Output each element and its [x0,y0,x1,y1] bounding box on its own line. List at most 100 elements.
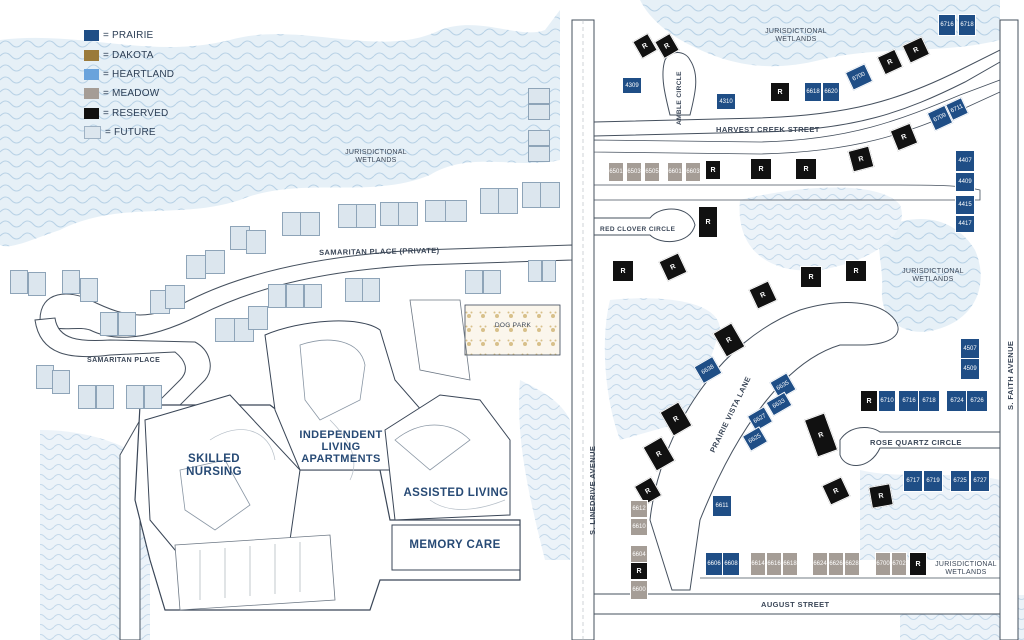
lot-future[interactable] [480,188,500,214]
lot-prairie[interactable]: 4409 [955,172,975,192]
lot-future[interactable] [304,284,322,308]
lot-reserved[interactable]: R [800,266,822,288]
lot-future[interactable] [80,278,98,302]
lot-prairie[interactable]: 4309 [622,77,642,94]
lot-future[interactable] [248,306,268,330]
lot-prairie[interactable]: 6725 [950,470,970,492]
lot-meadow[interactable]: 6501 [608,162,624,182]
lot-future[interactable] [380,202,400,226]
lot-future[interactable] [186,255,206,279]
lot-reserved[interactable]: R [630,562,648,580]
lot-prairie[interactable]: 6608 [722,552,740,576]
lot-meadow[interactable]: 6614 [750,552,766,576]
lot-reserved[interactable]: R [612,260,634,282]
lot-future[interactable] [425,200,447,222]
lot-meadow[interactable]: 6600 [630,580,648,600]
lot-prairie[interactable]: 4310 [716,93,736,110]
lot-prairie[interactable]: 6726 [966,390,988,412]
lot-future[interactable] [205,250,225,274]
lot-future[interactable] [126,385,144,409]
lot-future[interactable] [362,278,380,302]
lot-prairie[interactable]: 6724 [946,390,968,412]
lot-future[interactable] [465,270,483,294]
courtyard-nursing [179,459,251,531]
lot-future[interactable] [165,285,185,309]
lot-reserved[interactable]: R [698,206,718,238]
lot-future[interactable] [282,212,302,236]
lot-reserved[interactable]: R [845,260,867,282]
red-clover-road [593,208,696,243]
street-label-red-clover: RED CLOVER CIRCLE [600,226,676,233]
lot-future[interactable] [522,182,542,208]
lot-prairie[interactable]: 4417 [955,215,975,233]
lot-reserved[interactable]: R [909,552,927,576]
lot-prairie[interactable]: 6611 [712,495,732,517]
lot-meadow[interactable]: 6618 [782,552,798,576]
lot-prairie[interactable]: 6716 [938,14,956,36]
lot-future[interactable] [528,130,550,146]
lot-future[interactable] [528,260,542,282]
lot-future[interactable] [10,270,28,294]
lot-meadow[interactable]: 6505 [644,162,660,182]
lot-prairie[interactable]: 4407 [955,150,975,172]
lot-future[interactable] [268,284,286,308]
lot-meadow[interactable]: 6616 [766,552,782,576]
lot-meadow[interactable]: 6702 [891,552,907,576]
lot-future[interactable] [100,312,118,336]
lot-meadow[interactable]: 6628 [844,552,860,576]
area-label-dog-park: DOG PARK [494,322,532,329]
lot-reserved[interactable]: R [868,483,894,509]
lot-future[interactable] [144,385,162,409]
lot-meadow[interactable]: 6700 [875,552,891,576]
lot-future[interactable] [52,370,70,394]
lot-prairie[interactable]: 6719 [923,470,943,492]
lot-future[interactable] [498,188,518,214]
lot-prairie[interactable]: 6718 [958,14,976,36]
lot-future[interactable] [118,312,136,336]
lot-future[interactable] [528,104,550,120]
lot-future[interactable] [398,202,418,226]
lot-meadow[interactable]: 6610 [630,518,648,536]
lot-reserved[interactable]: R [860,390,878,412]
lot-future[interactable] [338,204,358,228]
lot-future[interactable] [78,385,96,409]
lot-prairie[interactable]: 6606 [705,552,723,576]
lot-future[interactable] [542,260,556,282]
lot-meadow[interactable]: 6626 [828,552,844,576]
lot-prairie[interactable]: 6716 [898,390,920,412]
lot-future[interactable] [28,272,46,296]
lot-meadow[interactable]: 6624 [812,552,828,576]
lot-future[interactable] [445,200,467,222]
lot-prairie[interactable]: 6710 [878,390,896,412]
lot-meadow[interactable]: 6503 [626,162,642,182]
lot-prairie[interactable]: 6727 [970,470,990,492]
lot-future[interactable] [345,278,363,302]
lot-reserved[interactable]: R [795,158,817,180]
lot-future[interactable] [96,385,114,409]
il-courtyard [299,339,366,421]
lot-prairie[interactable]: 4509 [960,358,980,380]
lot-meadow[interactable]: 6612 [630,500,648,518]
lot-prairie[interactable]: 6717 [903,470,923,492]
lot-future[interactable] [62,270,80,294]
lot-meadow[interactable]: 6603 [685,162,701,182]
lot-prairie[interactable]: 4415 [955,195,975,215]
lot-prairie[interactable]: 4507 [960,338,980,360]
lot-future[interactable] [528,88,550,104]
lot-reserved[interactable]: R [705,160,721,180]
lot-future[interactable] [215,318,235,342]
lot-prairie[interactable]: 6620 [822,82,840,102]
lot-future[interactable] [356,204,376,228]
lot-prairie[interactable]: 6718 [918,390,940,412]
lot-future[interactable] [528,146,550,162]
area-label-wetlands-bottom: JURISDICTIONAL WETLANDS [935,561,997,577]
lot-future[interactable] [300,212,320,236]
lot-reserved[interactable]: R [770,82,790,102]
lot-future[interactable] [540,182,560,208]
lot-future[interactable] [483,270,501,294]
lot-future[interactable] [246,230,266,254]
lot-future[interactable] [286,284,304,308]
lot-reserved[interactable]: R [750,158,772,180]
lot-prairie[interactable]: 6618 [804,82,822,102]
lot-meadow[interactable]: 6601 [667,162,683,182]
